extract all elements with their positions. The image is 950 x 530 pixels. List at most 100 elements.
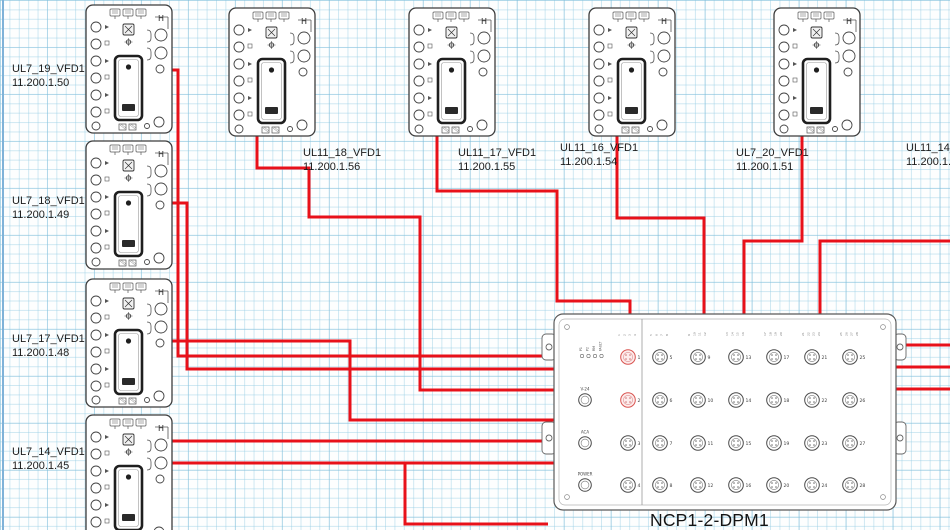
- device-label-ul7-20: UL7_20_VFD1 11.200.1.51: [736, 146, 809, 175]
- device-name: UL11_14_VFD1: [906, 142, 950, 154]
- device-ul7-14-vfd1[interactable]: [85, 414, 173, 530]
- svg-text:19: 19: [774, 332, 778, 336]
- wire-ul11-17: [435, 132, 632, 318]
- hub-led-p1: P1: [579, 347, 584, 358]
- device-ul7-20-vfd1[interactable]: [773, 7, 861, 137]
- device-ul11-16-vfd1[interactable]: [588, 7, 676, 137]
- svg-text:25: 25: [860, 355, 866, 361]
- hub-screws-icon: [564, 324, 886, 500]
- device-name: UL7_20_VFD1: [736, 147, 809, 159]
- wire-ul7-20: [742, 132, 804, 318]
- page-margin-line: [2, 0, 4, 530]
- hub-port-grid: 1122334455667788991010111112121313141415…: [578, 332, 866, 493]
- svg-text:16: 16: [741, 332, 745, 336]
- svg-text:11: 11: [698, 332, 702, 336]
- svg-text:12: 12: [703, 332, 707, 336]
- svg-text:2: 2: [638, 398, 641, 404]
- svg-text:2: 2: [622, 334, 626, 336]
- device-ip: 11.200.1.56: [303, 161, 361, 174]
- svg-text:16: 16: [746, 483, 752, 489]
- wire-ul11-18: [255, 132, 556, 392]
- device-name: UL11_17_VFD1: [458, 147, 537, 159]
- device-label-ul7-18: UL7_18_VFD1 11.200.1.49: [12, 194, 85, 223]
- device-ip: 11.200.1.45: [12, 460, 70, 473]
- svg-text:28: 28: [860, 483, 866, 489]
- device-ip: 11.200.1.54: [560, 156, 618, 169]
- device-ul7-19-vfd1[interactable]: [85, 4, 173, 134]
- device-name: UL7_14_VFD1: [12, 446, 85, 458]
- hub-port-24: 24 24: [804, 332, 828, 493]
- svg-text:26: 26: [860, 398, 866, 404]
- svg-text:9: 9: [708, 355, 711, 361]
- device-label-ul11-14: UL11_14_VFD1 11.200.1.: [906, 141, 950, 170]
- wire-ul11-16: [615, 132, 706, 318]
- svg-text:POWER: POWER: [578, 472, 593, 477]
- device-ul7-17-vfd1[interactable]: [85, 278, 173, 408]
- wire-ul7-18: [166, 201, 556, 371]
- device-ul7-18-vfd1[interactable]: [85, 140, 173, 270]
- svg-text:9: 9: [687, 334, 691, 336]
- svg-text:6: 6: [654, 334, 658, 336]
- hub-device[interactable]: 1122334455667788991010111112121313141415…: [541, 313, 907, 511]
- hub-aux-power: POWER: [578, 472, 593, 492]
- hub-led-rm: RM: [592, 346, 597, 358]
- svg-text:23: 23: [822, 441, 828, 447]
- svg-text:8: 8: [665, 334, 669, 336]
- device-label-ul11-17: UL11_17_VFD1 11.200.1.55: [458, 146, 536, 175]
- svg-text:18: 18: [784, 398, 790, 404]
- wire-ul7-19: [166, 68, 556, 358]
- device-ip: 11.200.1.50: [12, 77, 70, 90]
- hub-body-inner: [558, 318, 892, 506]
- svg-text:4: 4: [633, 334, 637, 336]
- hub-port-23: 23 23: [804, 332, 828, 451]
- svg-text:23: 23: [812, 332, 816, 336]
- svg-text:RM: RM: [592, 346, 596, 351]
- svg-text:24: 24: [817, 332, 821, 336]
- svg-text:10: 10: [708, 398, 714, 404]
- device-ul11-17-vfd1[interactable]: [408, 7, 496, 137]
- hub-port-8: 88: [652, 334, 673, 493]
- hub-port-26: 26 26: [842, 332, 866, 408]
- svg-text:1: 1: [617, 334, 621, 336]
- device-label-ul11-18: UL11_18_VFD1 11.200.1.56: [303, 146, 381, 175]
- svg-text:25: 25: [839, 332, 843, 336]
- hub-port-2: 22: [620, 334, 641, 408]
- device-name: UL7_19_VFD1: [12, 63, 85, 75]
- device-name: UL7_17_VFD1: [12, 333, 85, 345]
- hub-port-25: 25 25: [839, 332, 866, 365]
- device-ip: 11.200.1.51: [736, 161, 794, 174]
- device-ip: 11.200.1.49: [12, 209, 70, 222]
- svg-text:28: 28: [855, 332, 859, 336]
- svg-text:13: 13: [746, 355, 752, 361]
- device-ip: 11.200.1.: [906, 156, 950, 169]
- svg-text:1: 1: [638, 355, 641, 361]
- device-ul11-18-vfd1[interactable]: [228, 7, 316, 137]
- svg-text:7: 7: [660, 334, 664, 336]
- device-label-ul7-17: UL7_17_VFD1 11.200.1.48: [12, 332, 85, 361]
- svg-text:5: 5: [649, 334, 653, 336]
- hub-port-11: 11 11: [690, 332, 714, 451]
- svg-text:7: 7: [670, 441, 673, 447]
- wire-ul11-14: [818, 239, 950, 318]
- wire-branch-bottom: [403, 463, 548, 526]
- svg-text:24: 24: [822, 483, 828, 489]
- svg-text:V-24: V-24: [580, 387, 589, 392]
- hub-aux-v-24: V-24: [578, 387, 592, 407]
- svg-text:22: 22: [822, 398, 828, 404]
- device-label-ul11-16: UL11_16_VFD1 11.200.1.54: [560, 141, 638, 170]
- wire-ul7-17: [166, 339, 556, 422]
- svg-text:3: 3: [628, 334, 632, 336]
- device-name: UL7_18_VFD1: [12, 195, 85, 207]
- svg-text:11: 11: [708, 441, 714, 447]
- svg-text:26: 26: [844, 332, 848, 336]
- hub-port-3: 33: [620, 334, 641, 451]
